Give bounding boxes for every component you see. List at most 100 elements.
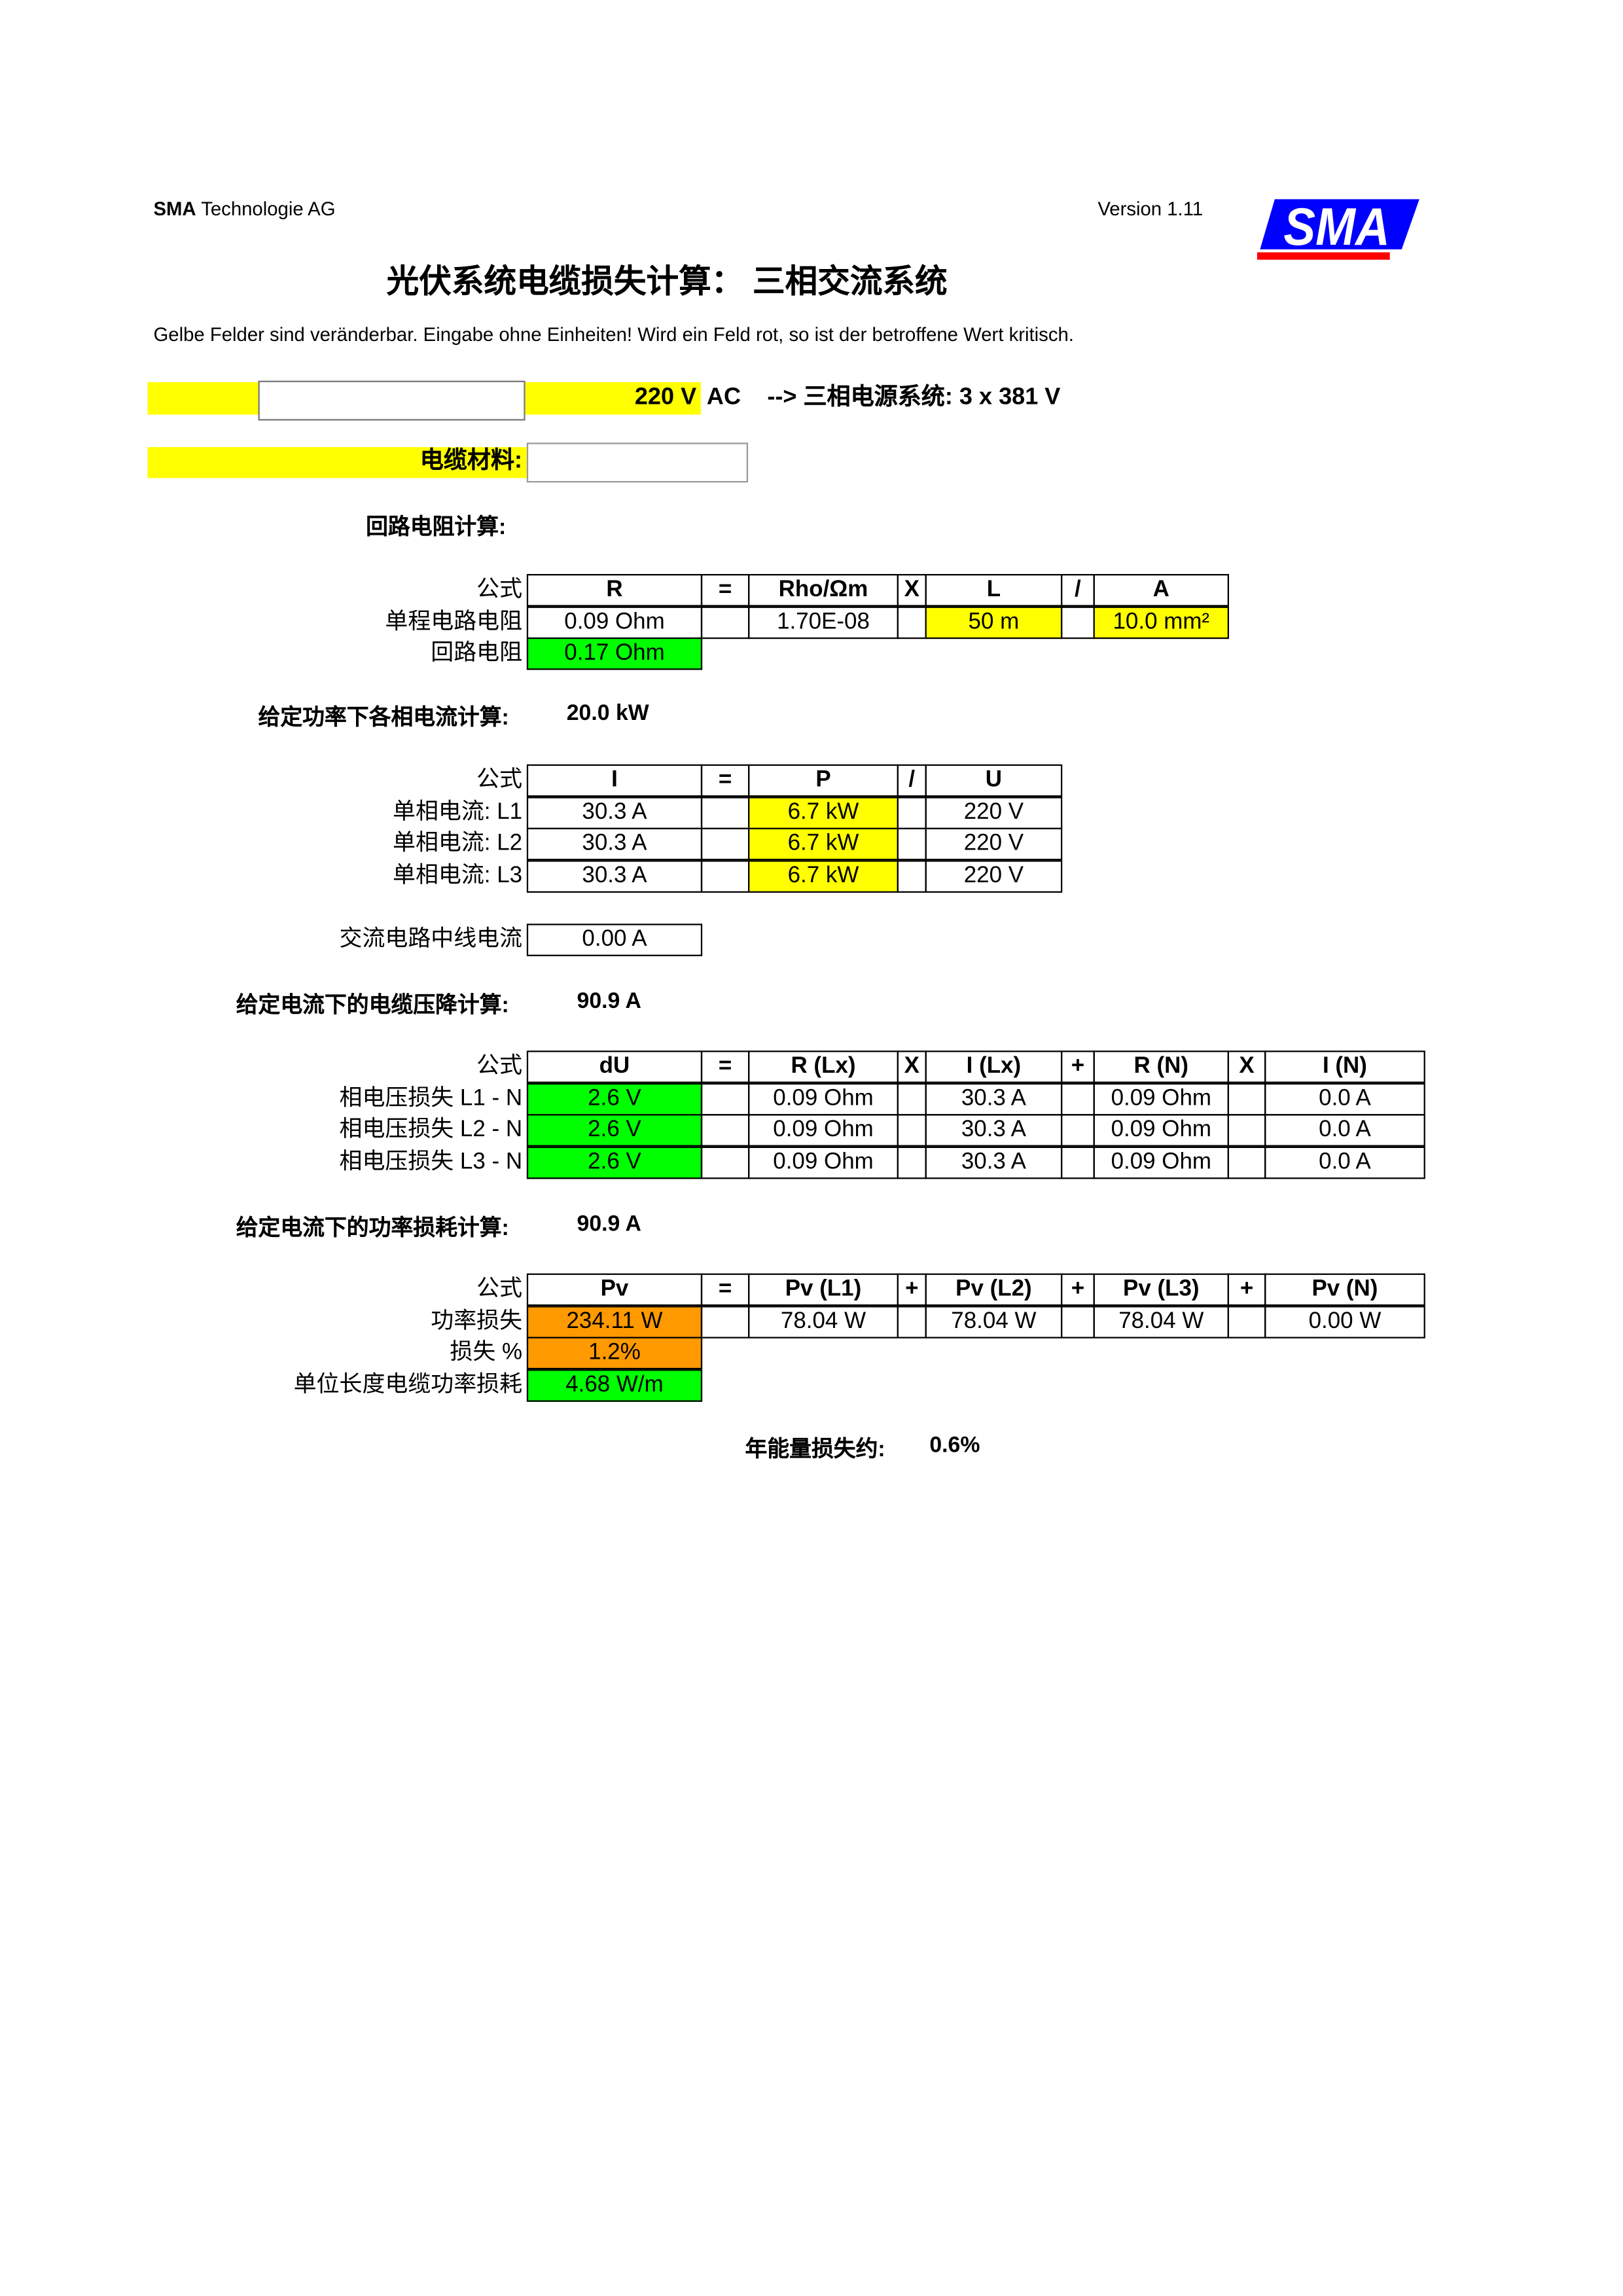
power-loss-table-header-cell: = [700, 1273, 750, 1306]
voltage-drop-table-cell [897, 1145, 927, 1179]
instructions-note: Gelbe Felder sind veränderbar. Eingabe o… [153, 323, 1074, 346]
voltage-drop-table-header-cell: R (Lx) [748, 1050, 899, 1083]
power-loss-table-cell [1227, 1305, 1266, 1338]
power-loss-table-cell [1060, 1305, 1095, 1338]
current-table-cell: 220 V [925, 827, 1063, 861]
power-loss-table-header-cell: Pv [526, 1273, 703, 1306]
current-table-cell: 30.3 A [526, 796, 703, 829]
annual-loss-label: 年能量损失约: [745, 1437, 885, 1463]
voltage-drop-table-header-cell: + [1060, 1050, 1095, 1083]
current-table-header-cell: I [526, 764, 703, 797]
voltage-drop-table-cell [700, 1082, 750, 1115]
voltage-drop-table-cell [1060, 1145, 1095, 1179]
power-loss-table-header-cell: Pv (L2) [925, 1273, 1063, 1306]
voltage-drop-table-header-cell: X [1227, 1050, 1266, 1083]
voltage-drop-table-cell: 2.6 V [526, 1114, 703, 1147]
three-phase-info: --> 三相电源系统: 3 x 381 V [767, 385, 1061, 410]
power-loss-heading: 给定电流下的功率损耗计算: [236, 1215, 509, 1242]
current-table-cell: 30.3 A [526, 859, 703, 892]
voltage-drop-table-header-cell: X [897, 1050, 927, 1083]
current-table-header-cell: U [925, 764, 1063, 797]
resistance-table-header-cell: R [526, 574, 703, 607]
voltage-drop-table-header-cell: I (Lx) [925, 1050, 1063, 1083]
page-title: 光伏系统电缆损失计算： 三相交流系统 [386, 262, 948, 300]
current-table-cell: 220 V [925, 859, 1063, 892]
power-loss-table-header-cell: + [1060, 1273, 1095, 1306]
power-loss-table-cell [897, 1305, 927, 1338]
resistance-table-header-cell: X [897, 574, 927, 607]
current-heading: 给定功率下各相电流计算: [258, 705, 509, 730]
resistance-table-cell [700, 605, 750, 639]
current-table-cell[interactable]: 6.7 kW [748, 827, 899, 861]
power-loss-table-header-cell: Pv (L3) [1093, 1273, 1229, 1306]
voltage-drop-table-cell [700, 1145, 750, 1179]
current-table-cell [897, 796, 927, 829]
voltage-drop-table-cell [700, 1114, 750, 1147]
resistance-table-cell [897, 605, 927, 639]
company-name: SMA Technologie AG [153, 198, 335, 220]
resistance-heading: 回路电阻计算: [366, 514, 507, 541]
current-table-row-label: 单相电流: L2 [393, 831, 523, 856]
voltage-drop-table-cell: 0.09 Ohm [1093, 1114, 1229, 1147]
power-loss-table-cell [700, 1305, 750, 1338]
power-loss-table-row-label: 公式 [476, 1276, 523, 1302]
voltage-drop-table-cell: 2.6 V [526, 1082, 703, 1115]
resistance-table-cell [1060, 605, 1095, 639]
current-table-cell: 220 V [925, 796, 1063, 829]
current-table-cell[interactable]: 6.7 kW [748, 859, 899, 892]
material-row-highlight [147, 447, 527, 478]
current-table-header-cell: P [748, 764, 899, 797]
resistance-table-cell[interactable]: 50 m [925, 605, 1063, 639]
voltage-drop-table-cell [1060, 1082, 1095, 1115]
voltage-drop-table-cell: 0.0 A [1264, 1145, 1425, 1179]
voltage-drop-table-cell: 30.3 A [925, 1082, 1063, 1115]
power-loss-table-header-cell: + [897, 1273, 927, 1306]
annual-loss-value: 0.6% [929, 1433, 980, 1458]
voltage-drop-table-cell: 0.09 Ohm [1093, 1145, 1229, 1179]
current-table-cell [897, 859, 927, 892]
voltage-drop-table-cell: 0.09 Ohm [748, 1114, 899, 1147]
voltage-drop-table-cell [897, 1082, 927, 1115]
voltage-drop-table-row-label: 相电压损失 L3 - N [339, 1149, 523, 1174]
power-loss-table-cell: 78.04 W [1093, 1305, 1229, 1338]
current-table-row-label: 公式 [476, 767, 523, 793]
resistance-table-header-cell: = [700, 574, 750, 607]
resistance-table-cell[interactable]: 10.0 mm² [1093, 605, 1229, 639]
power-loss-table-row-label: 功率损失 [431, 1308, 523, 1333]
current-table-cell: 30.3 A [526, 827, 703, 861]
total-power-value: 20.0 kW [566, 700, 649, 726]
voltage-drop-heading: 给定电流下的电缆压降计算: [236, 993, 509, 1018]
voltage-drop-table-header-cell: I (N) [1264, 1050, 1425, 1083]
voltage-drop-table-header-cell: R (N) [1093, 1050, 1229, 1083]
voltage-drop-table-cell: 0.0 A [1264, 1082, 1425, 1115]
current-table-row-label: 单相电流: L1 [393, 798, 523, 825]
power-loss-current: 90.9 A [577, 1211, 641, 1237]
voltage-drop-table-cell: 2.6 V [526, 1145, 703, 1179]
voltage-input[interactable] [258, 380, 526, 421]
resistance-table-row-label: 单程电路电阻 [385, 608, 523, 634]
voltage-value: 220 V [634, 385, 697, 410]
power-loss-table-header-cell: + [1227, 1273, 1266, 1306]
neutral-current-value: 0.00 A [526, 924, 703, 956]
power-loss-table-header-cell: Pv (N) [1264, 1273, 1425, 1306]
current-table-header-cell: = [700, 764, 750, 797]
company-rest: Technologie AG [196, 198, 336, 220]
voltage-drop-table-cell [897, 1114, 927, 1147]
voltage-drop-table-row-label: 相电压损失 L1 - N [339, 1085, 523, 1111]
power-loss-table-cell: 78.04 W [748, 1305, 899, 1338]
current-table-cell [700, 827, 750, 861]
current-table-cell[interactable]: 6.7 kW [748, 796, 899, 829]
material-input[interactable] [526, 442, 749, 483]
resistance-table-header-cell: / [1060, 574, 1095, 607]
power-loss-table-cell: 234.11 W [526, 1305, 703, 1338]
voltage-drop-table-cell: 0.09 Ohm [748, 1145, 899, 1179]
voltage-drop-table-row-label: 公式 [476, 1053, 523, 1079]
resistance-table-row-label: 公式 [476, 577, 523, 602]
current-table-cell [700, 796, 750, 829]
power-loss-table-cell: 78.04 W [925, 1305, 1063, 1338]
power-loss-table-row-label: 单位长度电缆功率损耗 [293, 1371, 523, 1397]
voltage-drop-table-cell [1227, 1082, 1266, 1115]
resistance-table-cell: 1.70E-08 [748, 605, 899, 639]
power-loss-table-row-label: 损失 % [450, 1340, 523, 1365]
voltage-drop-table-cell: 0.09 Ohm [1093, 1082, 1229, 1115]
